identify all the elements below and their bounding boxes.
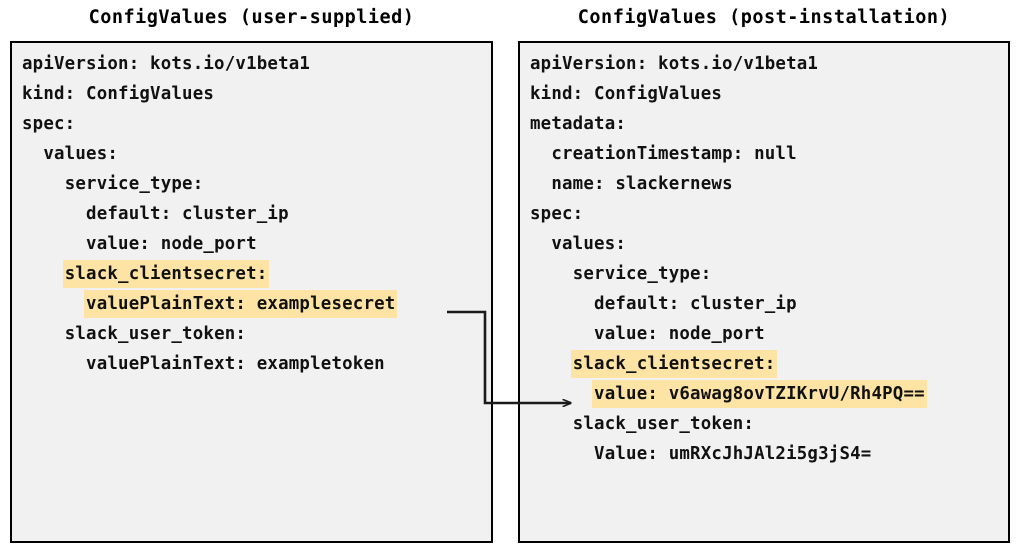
code-text: values: (43, 144, 119, 164)
code-line: value: node_port (530, 319, 1004, 349)
code-text: Value: umRXcJhJAl2i5g3jS4= (594, 444, 872, 464)
code-line: name: slackernews (530, 169, 1004, 199)
code-text: slack_user_token: (64, 324, 247, 344)
code-text: slack_clientsecret: (572, 352, 776, 376)
code-text: valuePlainText: examplesecret (86, 292, 396, 316)
code-text: metadata: (530, 114, 627, 134)
code-indent (530, 414, 573, 434)
code-line: service_type: (530, 259, 1004, 289)
code-indent (530, 174, 551, 194)
code-text: apiVersion: kots.io/v1beta1 (22, 54, 311, 74)
code-line: default: cluster_ip (22, 199, 487, 229)
code-line: creationTimestamp: null (530, 139, 1004, 169)
code-line: valuePlainText: exampletoken (22, 349, 487, 379)
code-text: creationTimestamp: null (551, 144, 797, 164)
code-text: valuePlainText: exampletoken (86, 354, 385, 374)
code-text: default: cluster_ip (594, 294, 797, 314)
code-line: apiVersion: kots.io/v1beta1 (530, 49, 1004, 79)
left-config-panel: apiVersion: kots.io/v1beta1 kind: ConfigV… (10, 41, 493, 543)
code-line: default: cluster_ip (530, 289, 1004, 319)
code-indent (530, 144, 551, 164)
left-code-block: apiVersion: kots.io/v1beta1 kind: ConfigV… (22, 49, 487, 379)
code-text: name: slackernews (551, 174, 733, 194)
code-text: value: v6awag8ovTZIKrvU/Rh4PQ== (594, 382, 925, 406)
code-text: spec: (530, 204, 584, 224)
code-indent (22, 144, 43, 164)
code-indent (22, 174, 65, 194)
code-indent (22, 204, 86, 224)
code-text: values: (551, 234, 627, 254)
left-panel-title: ConfigValues (user-supplied) (88, 7, 415, 28)
code-indent (530, 234, 551, 254)
code-indent (22, 294, 86, 314)
code-indent (22, 234, 86, 254)
code-text: service_type: (64, 174, 204, 194)
right-code-block: apiVersion: kots.io/v1beta1 kind: ConfigV… (530, 49, 1004, 469)
code-indent (530, 294, 594, 314)
code-line: kind: ConfigValues (22, 79, 487, 109)
right-panel-title: ConfigValues (post-installation) (577, 7, 951, 28)
code-line: Value: umRXcJhJAl2i5g3jS4= (530, 439, 1004, 469)
code-indent (22, 354, 86, 374)
code-line: spec: (530, 199, 1004, 229)
code-line: values: (530, 229, 1004, 259)
code-line: spec: (22, 109, 487, 139)
code-indent (22, 264, 65, 284)
right-config-panel: apiVersion: kots.io/v1beta1 kind: ConfigV… (518, 41, 1010, 543)
code-text: slack_clientsecret: (64, 262, 268, 286)
code-text: slack_user_token: (572, 414, 755, 434)
code-line: metadata: (530, 109, 1004, 139)
code-indent (530, 384, 594, 404)
code-line: value: v6awag8ovTZIKrvU/Rh4PQ== (530, 379, 1004, 409)
code-text: value: node_port (86, 234, 257, 254)
code-line: value: node_port (22, 229, 487, 259)
code-text: kind: ConfigValues (22, 84, 215, 104)
code-line: values: (22, 139, 487, 169)
code-indent (530, 264, 573, 284)
code-text: default: cluster_ip (86, 204, 289, 224)
code-indent (22, 324, 65, 344)
code-indent (530, 324, 594, 344)
code-line: slack_clientsecret: (22, 259, 487, 289)
code-text: value: node_port (594, 324, 765, 344)
code-text: spec: (22, 114, 76, 134)
code-indent (530, 444, 594, 464)
code-text: kind: ConfigValues (530, 84, 723, 104)
code-line: slack_user_token: (530, 409, 1004, 439)
code-line: service_type: (22, 169, 487, 199)
code-indent (530, 354, 573, 374)
code-line: slack_clientsecret: (530, 349, 1004, 379)
code-line: slack_user_token: (22, 319, 487, 349)
code-line: kind: ConfigValues (530, 79, 1004, 109)
code-text: apiVersion: kots.io/v1beta1 (530, 54, 819, 74)
code-text: service_type: (572, 264, 712, 284)
code-line: valuePlainText: examplesecret (22, 289, 487, 319)
code-line: apiVersion: kots.io/v1beta1 (22, 49, 487, 79)
